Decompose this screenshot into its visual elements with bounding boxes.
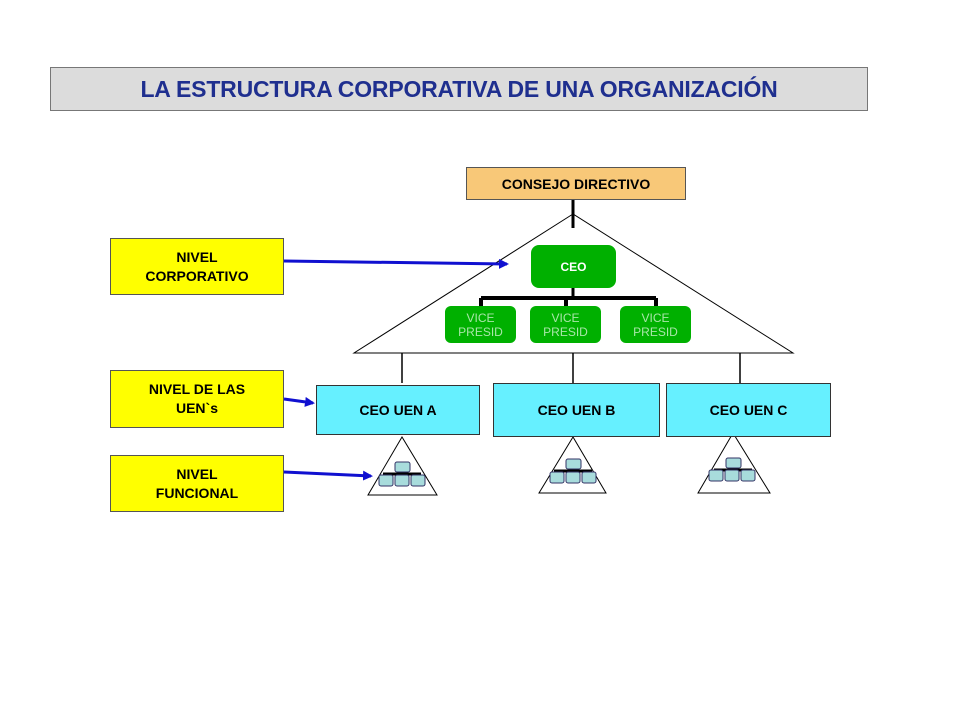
functional-org-c: [697, 432, 771, 494]
arrow-corporative: [283, 258, 509, 269]
vp-label-line2: PRESID: [633, 324, 678, 339]
uen-a-box: CEO UEN A: [316, 385, 480, 435]
page-title: LA ESTRUCTURA CORPORATIVA DE UNA ORGANIZ…: [50, 67, 868, 111]
level-line2: CORPORATIVO: [145, 267, 249, 284]
level-functional-label: NIVEL FUNCIONAL: [110, 455, 284, 512]
vp-label-line2: PRESID: [458, 324, 503, 339]
level-corporate-label: NIVEL CORPORATIVO: [110, 238, 284, 295]
functional-org-a: [367, 436, 438, 496]
level-line2: FUNCIONAL: [155, 484, 239, 501]
vp-label-line1: VICE: [641, 310, 670, 325]
uen-b-box: CEO UEN B: [493, 383, 660, 437]
level-line2: UEN`s: [175, 400, 218, 416]
vp-label-line2: PRESID: [543, 324, 588, 339]
functional-org-b: [538, 436, 607, 494]
vp-label-line1: VICE: [551, 310, 580, 325]
uen-c-box: CEO UEN C: [666, 383, 831, 437]
level-line1: NIVEL: [176, 248, 218, 265]
board-of-directors-box: CONSEJO DIRECTIVO: [466, 167, 686, 200]
level-line1: NIVEL: [176, 465, 218, 482]
arrow-functional: [283, 470, 373, 481]
level-business-units-label: NIVEL DE LAS UEN`s: [110, 370, 284, 428]
arrow-uen: [283, 396, 315, 407]
level-line1: NIVEL DE LAS: [148, 381, 246, 397]
ceo-box: CEO: [531, 245, 616, 288]
vp-label-line1: VICE: [466, 310, 495, 325]
